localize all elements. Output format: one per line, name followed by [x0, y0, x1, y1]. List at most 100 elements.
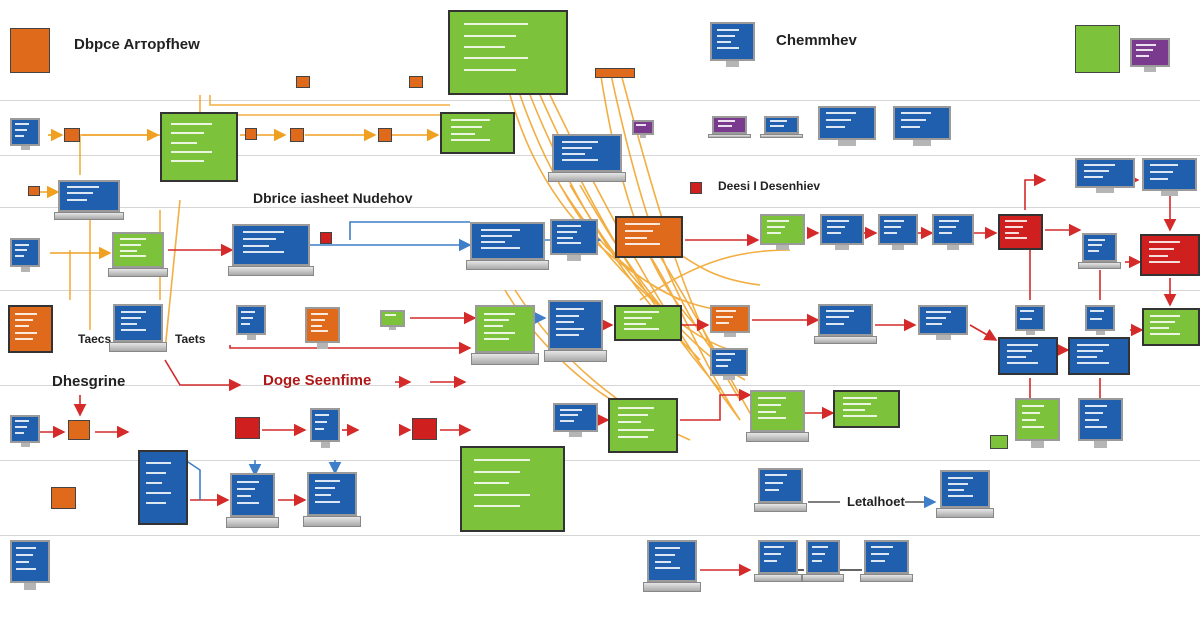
- screen-line: [16, 561, 29, 564]
- screen-line: [654, 547, 680, 550]
- screen-line: [947, 482, 969, 485]
- node-screen: [760, 214, 805, 245]
- screen-line: [870, 546, 894, 549]
- node-screen: [10, 118, 40, 146]
- monitor-node: [760, 214, 805, 250]
- monitor-node: [1078, 398, 1123, 448]
- monitor-node: [1085, 305, 1115, 335]
- screen-line: [1083, 175, 1104, 178]
- laptop-node: [108, 232, 168, 277]
- monitor-stand: [723, 376, 735, 380]
- monitor-stand: [639, 135, 647, 138]
- laptop-base: [548, 172, 626, 182]
- screen-line: [901, 119, 926, 122]
- monitor-node: [10, 238, 40, 272]
- laptop-base: [471, 353, 539, 365]
- screen-line: [463, 46, 505, 49]
- screen-line: [826, 232, 841, 235]
- box-node: [10, 28, 50, 73]
- laptop-base: [746, 432, 809, 442]
- node-screen: [918, 305, 968, 335]
- screen-line: [716, 28, 740, 31]
- screen-line: [15, 420, 30, 423]
- screen-line: [1004, 237, 1028, 240]
- screen-line: [120, 310, 146, 313]
- screen-line: [1150, 326, 1170, 329]
- laptop-node: [936, 470, 994, 518]
- node-screen: [833, 390, 900, 428]
- monitor-node: [632, 120, 654, 138]
- node-label: Taets: [175, 332, 206, 346]
- screen-line: [145, 481, 162, 484]
- screen-line: [242, 251, 284, 254]
- screen-line: [1148, 261, 1180, 264]
- monitor-stand: [1030, 441, 1045, 448]
- screen-line: [559, 420, 575, 423]
- monitor-node: [310, 408, 340, 448]
- window-node: [440, 112, 515, 154]
- screen-line: [764, 481, 784, 484]
- screen-line: [15, 431, 25, 434]
- screen-line: [617, 407, 655, 410]
- screen-line: [315, 428, 325, 431]
- node-screen: [230, 473, 275, 517]
- node-screen: [1075, 158, 1135, 188]
- screen-line: [450, 119, 490, 122]
- screen-line: [170, 150, 212, 153]
- node-screen: [550, 219, 598, 255]
- screen-line: [463, 68, 517, 71]
- screen-line: [826, 309, 855, 312]
- monitor-node: [1075, 158, 1135, 193]
- node-screen: [470, 222, 545, 260]
- screen-line: [1148, 247, 1174, 250]
- monitor-stand: [724, 333, 736, 337]
- screen-line: [617, 435, 648, 438]
- node-screen: [710, 22, 755, 61]
- screen-line: [842, 396, 878, 399]
- screen-line: [1083, 169, 1109, 172]
- screen-line: [556, 308, 585, 311]
- node-screen: [647, 540, 697, 582]
- node-screen: [998, 214, 1043, 250]
- screen-line: [236, 494, 252, 497]
- screen-line: [624, 229, 654, 232]
- screen-line: [463, 34, 517, 37]
- screen-line: [556, 321, 574, 324]
- node-screen: [1130, 38, 1170, 67]
- screen-line: [145, 501, 167, 504]
- box-node: [296, 76, 310, 88]
- laptop-node: [109, 304, 167, 352]
- screen-line: [1004, 231, 1020, 234]
- screen-line: [624, 223, 660, 226]
- monitor-stand: [568, 432, 583, 437]
- screen-line: [242, 237, 277, 240]
- screen-line: [314, 493, 331, 496]
- screen-line: [938, 232, 952, 235]
- window-node: [998, 214, 1043, 250]
- box-node: [245, 128, 257, 140]
- screen-line: [766, 232, 782, 235]
- screen-line: [16, 547, 37, 550]
- screen-line: [561, 152, 585, 155]
- laptop-node: [860, 540, 913, 582]
- screen-line: [170, 123, 212, 126]
- screen-line: [1083, 163, 1115, 166]
- laptop-base: [760, 134, 803, 138]
- laptop-base: [936, 508, 994, 518]
- node-screen: [818, 304, 873, 336]
- node-screen: [58, 180, 120, 212]
- laptop-node: [548, 134, 626, 182]
- screen-line: [884, 232, 897, 235]
- swimlane-divider: [0, 460, 1200, 461]
- screen-line: [1020, 317, 1032, 320]
- swimlane-divider: [0, 290, 1200, 291]
- laptop-base: [754, 503, 807, 512]
- screen-line: [556, 314, 580, 317]
- screen-line: [241, 322, 251, 325]
- screen-line: [242, 231, 284, 234]
- monitor-stand: [1095, 331, 1105, 335]
- monitor-stand: [20, 146, 30, 150]
- node-screen: [818, 106, 876, 140]
- monitor-node: [550, 219, 598, 261]
- screen-line: [716, 310, 737, 313]
